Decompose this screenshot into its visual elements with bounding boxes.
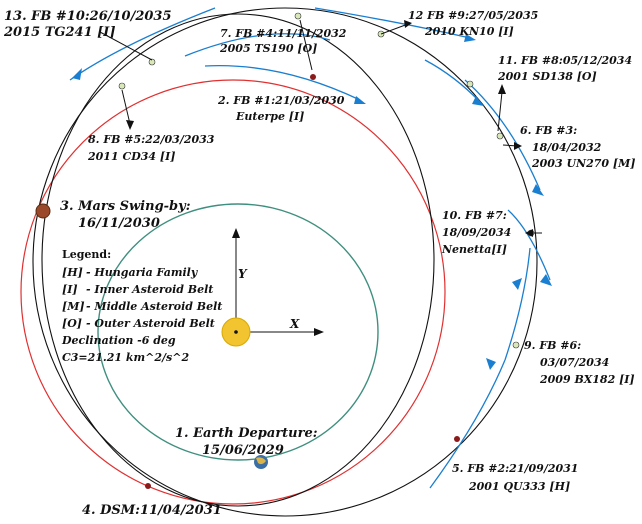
- arrowhead-fb3: [514, 142, 522, 150]
- leader-fb10: [99, 31, 153, 61]
- earth-land: [256, 457, 266, 465]
- arrowhead-fb5: [126, 120, 134, 130]
- label-earth-line2: 15/06/2029: [202, 443, 284, 458]
- leader-fb5: [121, 89, 131, 125]
- label-fb6-line3: 2009 BX182 [I]: [539, 373, 635, 386]
- asteroid-arc-fb6: [504, 247, 531, 361]
- label-fb6-line2: 03/07/2034: [540, 356, 609, 369]
- label-mars-line2: 16/11/2030: [78, 216, 160, 231]
- y-axis-label: Y: [238, 267, 248, 281]
- label-fb6-line1: 9. FB #6:: [524, 339, 581, 352]
- label-fb9-line1: 12 FB #9:27/05/2035: [408, 9, 538, 22]
- arrowhead-fb9: [404, 20, 412, 28]
- marker-fb5: [118, 82, 126, 90]
- asteroid-arc-fb1: [204, 64, 361, 101]
- legend-code-i: [I]: [62, 283, 78, 296]
- asteroid-arc-fb10: [69, 7, 216, 81]
- arrow-fb7: [540, 274, 552, 286]
- legend-code-o: [O]: [62, 317, 82, 330]
- mars-orbit: [20, 79, 446, 505]
- label-fb3-line1: 6. FB #3:: [520, 124, 577, 137]
- legend: Legend: [H] - Hungaria Family [I] - Inne…: [61, 248, 222, 364]
- label-fb2-line1: 5. FB #2:21/09/2031: [452, 462, 578, 475]
- earth-orbit: [97, 203, 379, 461]
- label-fb3-line2: 18/04/2032: [532, 141, 602, 154]
- leader-fb9: [380, 23, 409, 35]
- asteroid-arc-fb4: [184, 33, 331, 57]
- marker-fb1: [310, 74, 316, 80]
- label-fb5-line2: 2011 CD34 [I]: [87, 150, 175, 163]
- legend-text-m: - Middle Asteroid Belt: [86, 300, 222, 313]
- mars-planet: [35, 203, 51, 219]
- marker-fb6: [512, 341, 520, 349]
- label-fb9-line2: 2010 KN10 [I]: [424, 25, 514, 38]
- marker-fb3: [496, 132, 504, 140]
- arrow-fb6: [512, 278, 522, 290]
- label-mars-line1: 3. Mars Swing-by:: [60, 199, 191, 214]
- arrowhead-fb8: [498, 84, 506, 94]
- leader-fb8: [497, 91, 503, 132]
- label-fb1-line1: 2. FB #1:21/03/2030: [217, 94, 345, 107]
- legend-code-h: [H]: [62, 266, 83, 279]
- legend-declination: Declination -6 deg: [61, 334, 176, 347]
- arrow-fb8: [472, 96, 484, 106]
- asteroid-arcs: [69, 7, 551, 489]
- asteroid-arc-fb3: [464, 79, 541, 191]
- label-fb7-line2: 18/09/2034: [442, 226, 511, 239]
- label-fb5-line1: 8. FB #5:22/03/2033: [88, 133, 215, 146]
- label-dsm-line1: 4. DSM:11/04/2031: [82, 503, 222, 518]
- legend-text-o: - Outer Asteroid Belt: [86, 317, 215, 330]
- legend-title: Legend:: [62, 248, 111, 261]
- label-fb4-line1: 7. FB #4:11/11/2032: [220, 27, 347, 40]
- asteroid-arc-fb9: [314, 7, 471, 39]
- label-earth-line1: 1. Earth Departure:: [175, 426, 318, 441]
- label-fb2-line2: 2001 QU333 [H]: [468, 480, 570, 493]
- legend-c3: C3=21.21 km^2/s^2: [62, 351, 189, 364]
- legend-text-i: - Inner Asteroid Belt: [86, 283, 213, 296]
- x-axis-arrow: [314, 328, 324, 336]
- marker-fb4: [294, 12, 302, 20]
- arrow-fb1: [354, 96, 366, 104]
- marker-fb8: [466, 80, 474, 88]
- marker-fb10: [148, 58, 156, 66]
- asteroid-arc-fb7: [507, 209, 551, 281]
- arrow-fb10: [72, 68, 82, 80]
- trajectory-loop-outer: [32, 7, 538, 517]
- label-fb10-line1: 13. FB #10:26/10/2035: [4, 9, 172, 24]
- label-fb1-line2: Euterpe [I]: [235, 110, 304, 123]
- label-fb7-line3: Nenetta[I]: [441, 243, 507, 256]
- marker-fb2: [454, 436, 460, 442]
- arrow-fb9: [464, 34, 476, 42]
- leader-arrowheads: [126, 20, 533, 237]
- asteroid-direction-arrows: [72, 34, 552, 370]
- asteroid-arc-fb2: [429, 359, 506, 489]
- legend-text-h: - Hungaria Family: [86, 266, 199, 279]
- label-fb4-line2: 2005 TS190 [O]: [219, 42, 317, 55]
- label-fb3-line3: 2003 UN270 [M]: [531, 157, 635, 170]
- leader-fb4: [299, 19, 313, 71]
- arrow-fb2: [486, 358, 496, 370]
- arrowhead-fb7: [525, 229, 533, 237]
- label-fb10-line2: 2015 TG241 [I]: [3, 25, 116, 40]
- trajectory-loop-inner: [41, 13, 435, 507]
- sun-center-dot: [234, 330, 238, 334]
- arrow-fb3: [532, 184, 544, 196]
- label-fb8-line2: 2001 SD138 [O]: [497, 70, 597, 83]
- leader-arrows: [99, 19, 542, 234]
- asteroid-arc-fb8: [424, 59, 481, 103]
- label-fb7-line1: 10. FB #7:: [442, 209, 507, 222]
- legend-code-m: [M]: [62, 300, 85, 313]
- coordinate-axes: [235, 232, 320, 333]
- label-fb8-line1: 11. FB #8:05/12/2034: [498, 54, 632, 67]
- y-axis-arrow: [232, 228, 240, 238]
- marker-dsm: [145, 483, 151, 489]
- x-axis-label: X: [289, 317, 300, 331]
